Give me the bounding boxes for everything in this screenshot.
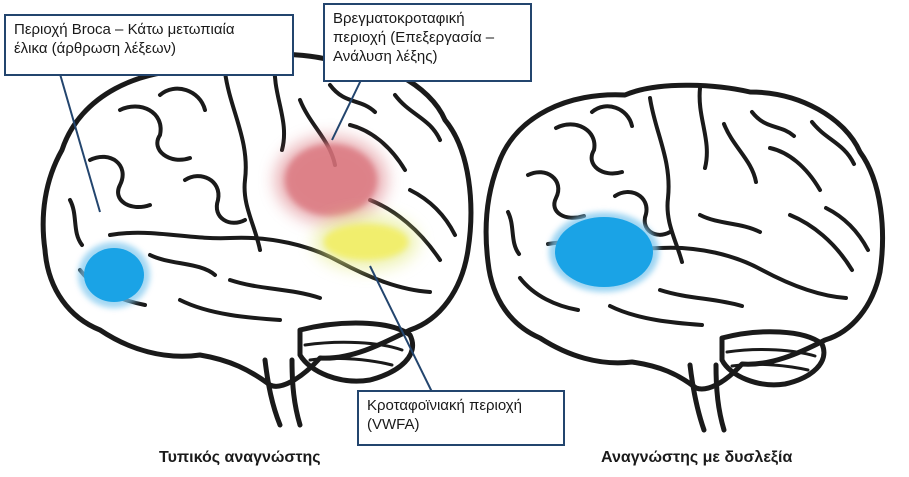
parietotemporal-label-box: Βρεγματοκροταφική περιοχή (Επεξεργασία –… — [323, 3, 532, 82]
dyslexic-reader-caption: Αναγνώστης με δυσλεξία — [601, 449, 792, 467]
occipitotemporal-label-box: Κροταφοϊνιακή περιοχή (VWFA) — [357, 390, 565, 446]
broca-label-line1: Περιοχή Broca – Κάτω μετωπιαία — [14, 20, 284, 39]
dyslexic-reader-brain — [486, 85, 882, 430]
broca-label-line2: έλικα (άρθρωση λέξεων) — [14, 39, 284, 58]
broca-region — [555, 217, 653, 287]
occipitotemporal-leader-line — [370, 266, 432, 392]
dyslexic-activation-regions — [549, 212, 659, 292]
broca-label-box: Περιοχή Broca – Κάτω μετωπιαία έλικα (άρ… — [4, 14, 294, 76]
parietotemporal-label-line3: Ανάλυση λέξης) — [333, 47, 522, 66]
occipitotemporal-label-line1: Κροταφοϊνιακή περιοχή — [367, 396, 555, 415]
parietotemporal-label-line2: περιοχή (Επεξεργασία – — [333, 28, 522, 47]
occipitotemporal-label-line2: (VWFA) — [367, 415, 555, 434]
parietotemporal-label-line1: Βρεγματοκροταφική — [333, 9, 522, 28]
cerebellum — [722, 332, 824, 385]
typical-activation-regions — [78, 136, 418, 308]
occipitotemporal-region — [324, 224, 408, 260]
parietotemporal-region — [285, 144, 377, 216]
brainstem — [265, 360, 300, 425]
typical-reader-caption: Τυπικός αναγνώστης — [159, 449, 321, 467]
parietotemporal-leader-line — [332, 78, 362, 140]
brainstem — [690, 365, 724, 430]
broca-region — [84, 248, 144, 302]
